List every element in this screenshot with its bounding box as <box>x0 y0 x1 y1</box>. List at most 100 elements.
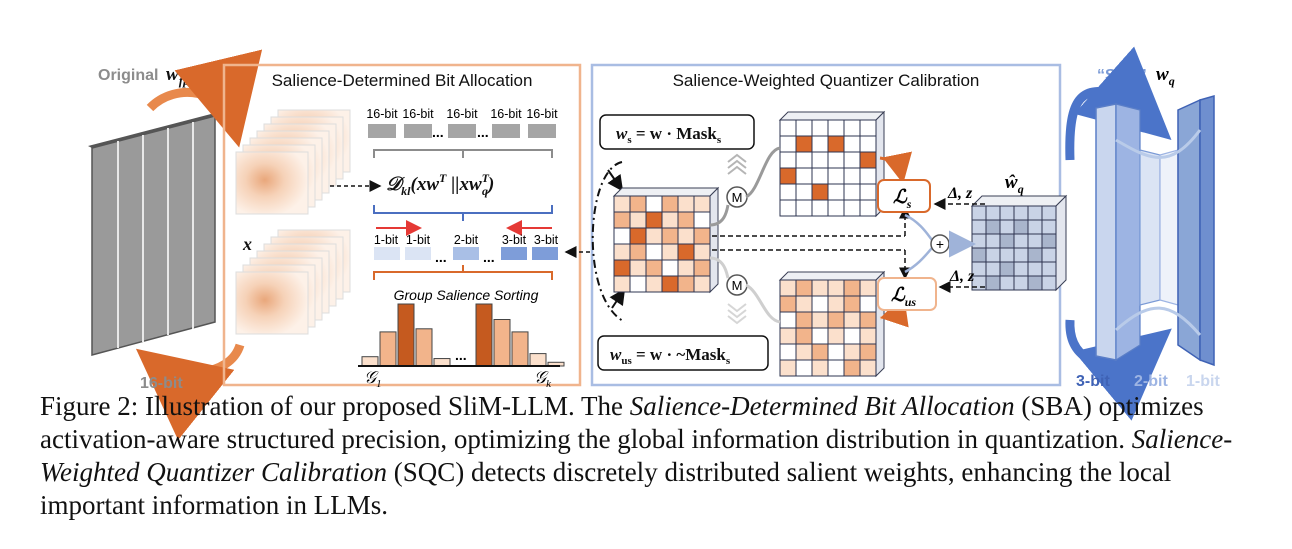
grid-cell <box>1027 219 1043 235</box>
grid-cell <box>1027 275 1043 291</box>
bits-16-label: 16-bit <box>140 375 183 392</box>
grid-cell <box>677 275 695 293</box>
grid-cell <box>971 233 987 249</box>
quantized-weight-cube <box>970 194 1068 292</box>
grid-cell <box>779 119 797 137</box>
grid-cell <box>985 275 1001 291</box>
bit-block <box>405 247 431 260</box>
sba-panel: Salience-Determined Bit Allocation x 16-… <box>222 63 590 390</box>
hist-ellipsis: ... <box>455 347 467 363</box>
grid-cell <box>843 119 861 137</box>
grid-cell <box>811 135 829 153</box>
grid-cell <box>661 195 679 213</box>
x-label: x <box>242 234 252 254</box>
grid-cell <box>827 343 845 361</box>
grid-cell <box>843 167 861 185</box>
histogram-bar <box>379 331 397 367</box>
plus-label: + <box>936 236 944 252</box>
grid-cell <box>645 275 663 293</box>
grid-cell <box>629 211 647 229</box>
histogram-bar <box>493 319 511 367</box>
low-bit-label: 2-bit <box>454 233 479 247</box>
activation-sheet <box>235 151 309 215</box>
grid-cell <box>827 295 845 313</box>
grid-cell <box>779 295 797 313</box>
ellipsis: ... <box>432 124 444 140</box>
grid-cell <box>779 279 797 297</box>
mask-node-label: M <box>732 278 743 293</box>
grid-side-face <box>1055 194 1067 292</box>
grid-cell <box>645 227 663 245</box>
bit-block <box>501 247 527 260</box>
bit3-label: 3-bit <box>1076 373 1110 390</box>
grid-cell <box>661 275 679 293</box>
grid-cell <box>795 119 813 137</box>
grid-cell <box>795 359 813 377</box>
histogram-bar <box>415 328 433 367</box>
grid-cell <box>827 167 845 185</box>
grid-side-face <box>709 186 719 294</box>
bit-block <box>492 124 520 138</box>
grid-cell <box>999 233 1015 249</box>
grid-cell <box>1013 233 1029 249</box>
grid-cell <box>843 199 861 217</box>
grid-cell <box>779 183 797 201</box>
grid-cell <box>693 227 711 245</box>
bit-block <box>448 124 476 138</box>
low-bit-label: 3-bit <box>502 233 527 247</box>
weight-grid-full <box>612 186 720 294</box>
grid-cell <box>1013 205 1029 221</box>
ellipsis: ... <box>435 249 447 265</box>
bit2-label: 2-bit <box>1134 373 1168 390</box>
grid-cell <box>1013 247 1029 263</box>
activation-stack-bottom <box>235 229 351 335</box>
grid-cell <box>999 275 1015 291</box>
grid-cell <box>779 343 797 361</box>
activation-sheet <box>235 271 309 335</box>
low-bit-blocks: ... ... <box>374 247 558 265</box>
grid-cell <box>629 227 647 245</box>
original-weight-block: Original wfp 16-bit <box>88 49 263 441</box>
delta-z-top: Δ, z <box>947 185 973 202</box>
grid-cell <box>1041 205 1057 221</box>
grid-top-face <box>612 187 720 197</box>
wus-equation-box <box>597 335 769 371</box>
grid-cell <box>1027 205 1043 221</box>
grid-cell <box>693 259 711 277</box>
histogram-bar <box>529 353 547 367</box>
bit-block <box>374 247 400 260</box>
grid-cell <box>795 295 813 313</box>
grid-cell <box>795 151 813 169</box>
grid-cell <box>779 311 797 329</box>
grid-cell <box>811 311 829 329</box>
low-bit-label: 1-bit <box>406 233 431 247</box>
grid-cell <box>661 243 679 261</box>
grid-cell <box>843 359 861 377</box>
grid-cell <box>1027 233 1043 249</box>
grid-cell <box>985 247 1001 263</box>
grid-cell <box>779 135 797 153</box>
grid-cell <box>645 195 663 213</box>
grid-cell <box>811 359 829 377</box>
top-bit-labels: 16-bit 16-bit 16-bit 16-bit 16-bit <box>366 107 558 121</box>
top-bit-label: 16-bit <box>526 107 558 121</box>
grid-cell <box>843 311 861 329</box>
grid-cell <box>859 119 877 137</box>
grid-cell <box>843 183 861 201</box>
grid-cell <box>811 327 829 345</box>
grid-cell <box>827 199 845 217</box>
loss-salient-box <box>877 179 931 213</box>
grid-cell <box>795 311 813 329</box>
grid-cell <box>795 327 813 345</box>
grid-cell <box>827 279 845 297</box>
top-bit-label: 16-bit <box>402 107 434 121</box>
grid-cell <box>811 295 829 313</box>
weight-grid-unsalient <box>778 270 886 378</box>
grid-cell <box>1041 261 1057 277</box>
mask-node-label: M <box>732 190 743 205</box>
top-bit-label: 16-bit <box>446 107 478 121</box>
grid-cell <box>859 135 877 153</box>
grid-cell <box>795 279 813 297</box>
grid-cell <box>629 259 647 277</box>
bit-block <box>453 247 479 260</box>
